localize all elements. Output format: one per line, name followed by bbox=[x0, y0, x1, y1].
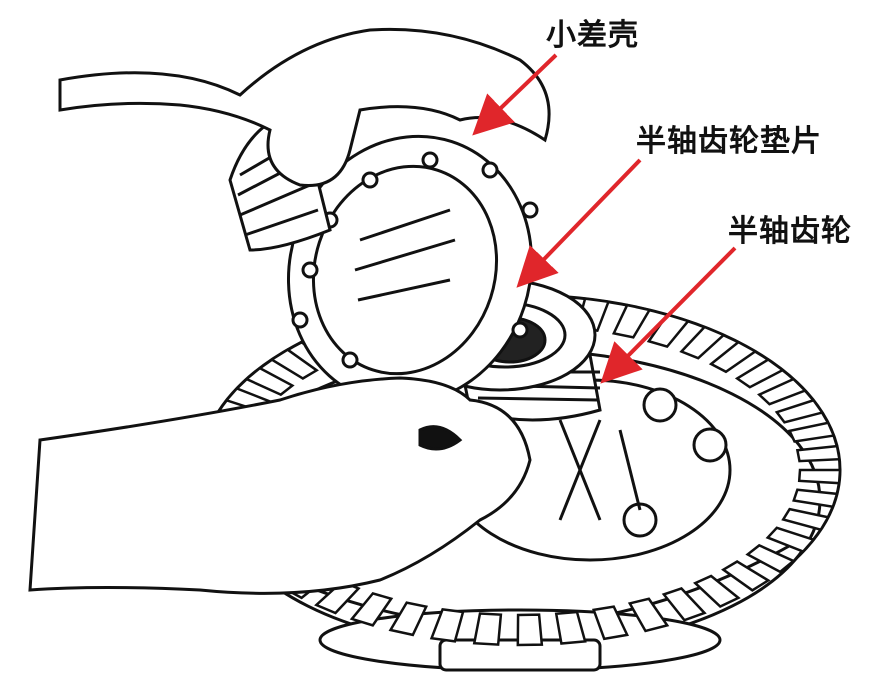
gear-tooth bbox=[797, 446, 839, 461]
arrow-side-gear-washer bbox=[522, 160, 640, 282]
label-small-diff-case: 小差壳 bbox=[546, 10, 639, 54]
gear-tooth bbox=[518, 615, 542, 645]
label-side-gear: 半轴齿轮 bbox=[728, 206, 852, 250]
gear-tooth bbox=[474, 614, 501, 645]
gear-tooth bbox=[799, 470, 840, 483]
label-side-gear-washer: 半轴齿轮垫片 bbox=[636, 116, 822, 160]
